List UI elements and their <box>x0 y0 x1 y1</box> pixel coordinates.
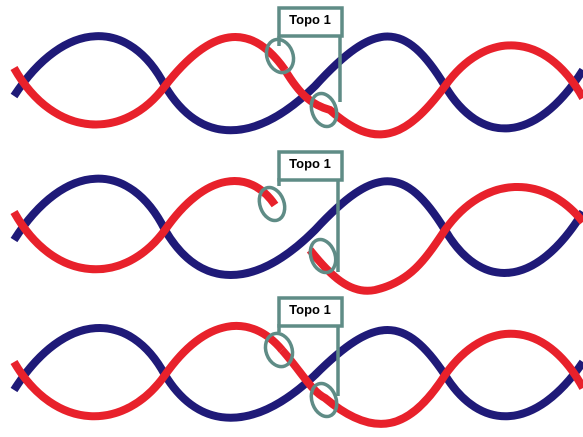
panel-3: Topo 1 <box>10 296 583 428</box>
panel-2-red-strand-left <box>10 177 279 274</box>
panel-1-red-strand-right <box>281 41 583 139</box>
panel-1: Topo 1 <box>10 6 583 139</box>
panel-2-label-box <box>277 150 344 182</box>
panel-1-blue-strand <box>10 32 583 135</box>
panel-1-red-strand-left <box>10 33 289 129</box>
panel-1-label: Topo 1 <box>289 12 331 27</box>
panel-2-red-strand-right <box>306 183 583 295</box>
panel-2-label: Topo 1 <box>289 156 331 171</box>
panel-1-topoisomerase: Topo 1 <box>264 6 344 129</box>
panel-2: Topo 1 <box>10 150 583 295</box>
panel-3-label: Topo 1 <box>289 302 331 317</box>
panel-2-topoisomerase: Topo 1 <box>257 150 344 275</box>
panel-3-label-box <box>277 296 344 328</box>
panel-3-topoisomerase: Topo 1 <box>263 296 344 419</box>
panel-3-red-strand-left <box>10 322 286 421</box>
panel-1-label-box <box>277 6 344 38</box>
panel-3-blue-strand <box>10 324 583 422</box>
panel-2-blue-strand <box>10 174 583 279</box>
